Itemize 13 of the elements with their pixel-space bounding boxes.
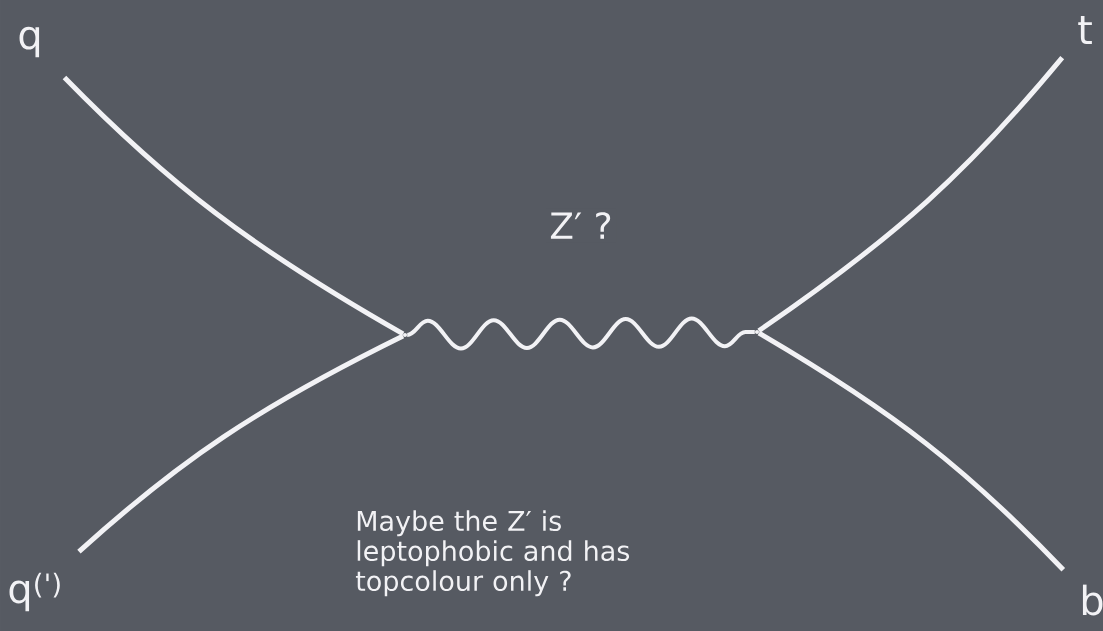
vertex-point	[403, 333, 407, 337]
particle-label: b	[1082, 584, 1103, 616]
particle-line	[757, 330, 1066, 572]
particle-label: q$^{(')}$	[9, 572, 60, 612]
note-text: Maybe the Z′ is leptophobic and has topcolour only ?	[355, 510, 630, 597]
particle-label: t	[1078, 15, 1092, 45]
wavy-line	[406, 316, 755, 351]
particle-line	[62, 75, 405, 337]
vertex-point	[755, 330, 759, 334]
particle-line	[77, 333, 405, 554]
particle-label: q	[19, 26, 40, 58]
edge-label: Z′ ?	[546, 208, 617, 243]
particle-line	[757, 56, 1065, 333]
